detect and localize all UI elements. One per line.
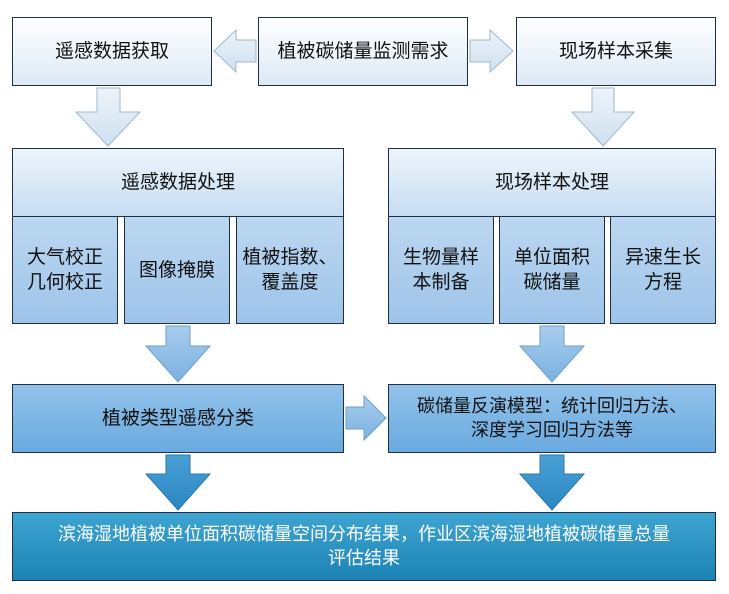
arrow-collect-to-process [570, 87, 636, 147]
biomass-sample-box: 生物量样 本制备 [388, 216, 494, 324]
atmos-geo-box: 大气校正 几何校正 [12, 216, 118, 324]
field-collect-box: 现场样本采集 [516, 17, 716, 86]
inversion-label: 碳储量反演模型：统计回归方法、 深度学习回归方法等 [417, 396, 687, 441]
demand-label: 植被碳储量监测需求 [277, 40, 449, 63]
masking-label: 图像掩膜 [138, 258, 215, 281]
result-box: 滨海湿地植被单位面积碳储量空间分布结果，作业区滨海湿地植被碳储量总量 评估结果 [12, 512, 716, 581]
result-label: 滨海湿地植被单位面积碳储量空间分布结果，作业区滨海湿地植被碳储量总量 评估结果 [58, 524, 670, 569]
veg-classify-label: 植被类型遥感分类 [101, 407, 254, 430]
veg-index-box: 植被指数、 覆盖度 [236, 216, 344, 324]
atmos-geo-label: 大气校正 几何校正 [26, 246, 103, 293]
field-process-label: 现场样本处理 [494, 171, 609, 194]
rs-process-box: 遥感数据处理 [12, 148, 344, 217]
masking-box: 图像掩膜 [124, 216, 230, 324]
arrow-classify-to-result [144, 454, 212, 511]
allometric-label: 异速生长 方程 [624, 246, 701, 293]
arrow-inversion-to-result [518, 454, 586, 511]
arrow-classify-to-inversion [345, 394, 387, 442]
field-collect-label: 现场样本采集 [558, 40, 673, 63]
veg-classify-box: 植被类型遥感分类 [12, 384, 344, 453]
arrow-rsprocess-to-classify [144, 325, 212, 383]
allometric-box: 异速生长 方程 [610, 216, 716, 324]
arrow-demand-to-acquire [213, 28, 257, 74]
rs-acquire-box: 遥感数据获取 [12, 17, 212, 86]
field-process-box: 现场样本处理 [388, 148, 716, 217]
unit-carbon-label: 单位面积 碳储量 [513, 246, 590, 293]
arrow-acquire-to-process [74, 87, 142, 147]
biomass-sample-label: 生物量样 本制备 [402, 246, 479, 293]
unit-carbon-box: 单位面积 碳储量 [499, 216, 605, 324]
veg-index-label: 植被指数、 覆盖度 [242, 246, 338, 293]
inversion-box: 碳储量反演模型：统计回归方法、 深度学习回归方法等 [388, 384, 716, 453]
arrow-fieldprocess-to-inversion [518, 325, 586, 383]
rs-process-label: 遥感数据处理 [120, 171, 235, 194]
rs-acquire-label: 遥感数据获取 [54, 40, 169, 63]
arrow-demand-to-collect [469, 28, 514, 74]
demand-box: 植被碳储量监测需求 [258, 17, 468, 86]
